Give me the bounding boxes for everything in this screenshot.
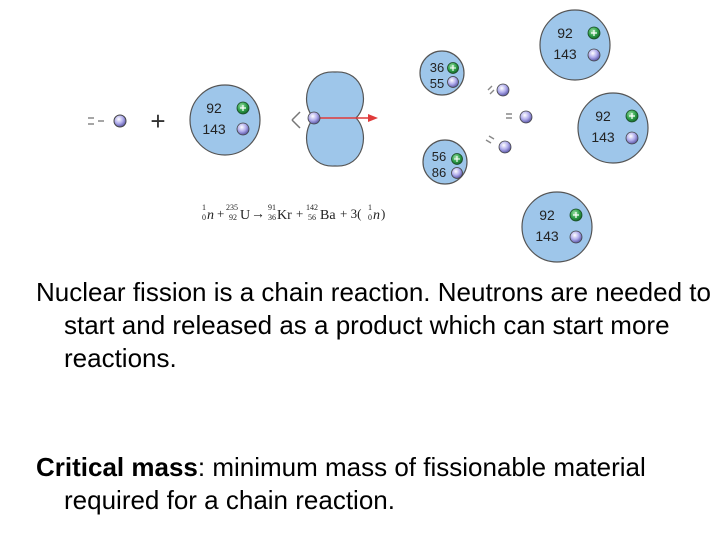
uranium-protons: 92 bbox=[206, 100, 222, 116]
neutron-icon bbox=[307, 111, 321, 125]
neutron-icon bbox=[113, 114, 127, 128]
product-uranium-nucleus: 92 143 bbox=[521, 191, 593, 263]
eq-n2-num: 0 bbox=[368, 213, 372, 222]
eq-plus: + bbox=[296, 206, 303, 221]
eq-n: n bbox=[207, 208, 214, 223]
barium-neutrons: 86 bbox=[432, 165, 446, 180]
neutron-icon bbox=[496, 83, 510, 97]
released-neutrons bbox=[485, 83, 533, 154]
eq-u: U bbox=[240, 208, 250, 223]
barium-protons: 56 bbox=[432, 149, 446, 164]
product-uranium-neutrons: 143 bbox=[535, 228, 559, 244]
eq-n-mass: 1 bbox=[202, 203, 206, 212]
krypton-nucleus: 36 55 bbox=[419, 50, 465, 96]
krypton-neutrons: 55 bbox=[430, 76, 444, 91]
neutron-icon bbox=[451, 167, 463, 179]
product-uranium-neutrons: 143 bbox=[591, 129, 615, 145]
krypton-protons: 36 bbox=[430, 60, 444, 75]
eq-ba: Ba bbox=[320, 208, 336, 223]
eq-n2: n bbox=[373, 208, 380, 223]
critical-mass-text: : minimum mass of fissionable material r… bbox=[64, 452, 646, 515]
product-uranium-neutrons: 143 bbox=[553, 46, 577, 62]
neutron-icon bbox=[236, 122, 250, 136]
uranium-neutrons: 143 bbox=[202, 121, 226, 137]
eq-kr-num: 36 bbox=[268, 213, 276, 222]
eq-kr: Kr bbox=[277, 208, 292, 223]
fission-diagram: + 92 143 36 55 56 86 bbox=[88, 9, 649, 263]
eq-n2-mass: 1 bbox=[368, 203, 372, 212]
neutron-icon bbox=[447, 76, 459, 88]
eq-plus-three: + 3( bbox=[340, 206, 361, 221]
eq-arrow: → bbox=[251, 207, 265, 222]
product-uranium-protons: 92 bbox=[595, 108, 611, 124]
eq-ba-num: 56 bbox=[308, 213, 316, 222]
neutron-icon bbox=[569, 230, 583, 244]
critical-mass-term: Critical mass bbox=[36, 452, 198, 482]
eq-plus: + bbox=[217, 206, 224, 221]
eq-u-mass: 235 bbox=[226, 203, 238, 212]
eq-close: ) bbox=[381, 206, 385, 221]
eq-n-num: 0 bbox=[202, 213, 206, 222]
neutron-icon bbox=[519, 110, 533, 124]
eq-u-num: 92 bbox=[229, 213, 237, 222]
uranium-nucleus: 92 143 bbox=[189, 84, 261, 156]
product-uranium-nucleus: 92 143 bbox=[577, 92, 649, 164]
incoming-neutron bbox=[88, 114, 127, 128]
splitting-nucleus bbox=[291, 71, 378, 167]
barium-nucleus: 56 86 bbox=[422, 139, 468, 185]
plus-sign: + bbox=[150, 106, 165, 136]
neutron-icon bbox=[587, 48, 601, 62]
eq-kr-mass: 91 bbox=[268, 203, 276, 212]
product-uranium-nucleus: 92 143 bbox=[539, 9, 611, 81]
nuclear-equation: 1 0 n + 235 92 U → 91 36 Kr + 142 56 Ba … bbox=[202, 203, 385, 223]
product-uranium-protons: 92 bbox=[539, 207, 555, 223]
neutron-icon bbox=[625, 131, 639, 145]
eq-ba-mass: 142 bbox=[306, 203, 318, 212]
product-uranium-protons: 92 bbox=[557, 25, 573, 41]
neutron-icon bbox=[498, 140, 512, 154]
critical-mass-definition: Critical mass: minimum mass of fissionab… bbox=[36, 451, 720, 517]
chain-reaction-text: Nuclear fission is a chain reaction. Neu… bbox=[36, 277, 711, 373]
